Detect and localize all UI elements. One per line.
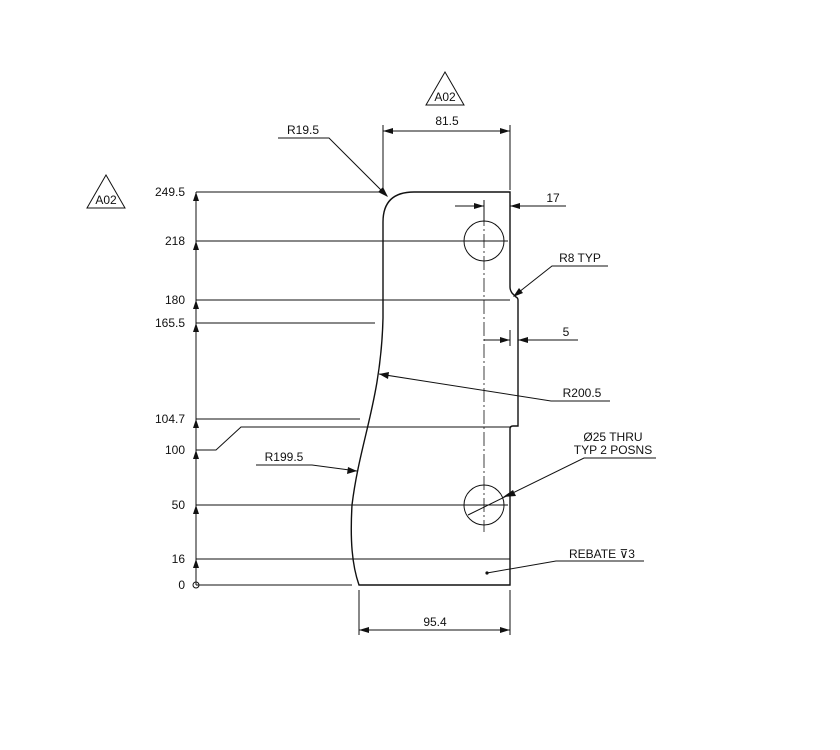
- arrow-165-5: [193, 323, 199, 332]
- ordinate-label-16: 16: [172, 552, 186, 566]
- callout-hole: Ø25 THRU TYP 2 POSNS: [467, 430, 656, 516]
- dimension-hole-offset: 17: [455, 191, 566, 222]
- ordinate-label-249-5: 249.5: [155, 185, 185, 199]
- datum-triangle-icon: [425, 70, 465, 106]
- ordinate-label-165-5: 165.5: [155, 316, 185, 330]
- callout-r199-5-label: R199.5: [265, 450, 304, 464]
- dimension-top-width-label: 81.5: [435, 114, 459, 128]
- arrow-50: [193, 505, 199, 514]
- callout-rebate-label: REBATE ⊽3: [569, 547, 635, 561]
- ordinate-label-218: 218: [165, 234, 185, 248]
- dimension-rebate-width-label: 5: [563, 325, 570, 339]
- callout-r8-typ-label: R8 TYP: [559, 251, 601, 265]
- arrow-104-7: [193, 419, 199, 428]
- datum-tag-left-label: A02: [95, 193, 117, 207]
- callout-rebate: REBATE ⊽3: [485, 547, 644, 575]
- arrow-100: [193, 450, 199, 459]
- callout-r8-typ: R8 TYP: [513, 251, 608, 297]
- dimension-top-width: 81.5: [382, 114, 511, 190]
- part-outline: [350, 191, 519, 586]
- dimension-bottom-width-label: 95.4: [423, 615, 447, 629]
- part-profile: [350, 191, 519, 586]
- ordinate-label-180: 180: [165, 293, 185, 307]
- datum-tag-left: A02: [86, 173, 126, 209]
- dimension-rebate-width: 5: [484, 325, 578, 346]
- arrow-16: [193, 559, 199, 568]
- callout-r200-5: R200.5: [378, 372, 610, 402]
- ordinate-label-0: 0: [178, 578, 185, 592]
- callout-hole-line2: TYP 2 POSNS: [574, 443, 652, 457]
- ordinate-line-100: [196, 426, 510, 451]
- datum-triangle-icon: [86, 173, 126, 209]
- arrow-249-5: [193, 192, 199, 201]
- callout-r19-5: R19.5: [278, 123, 388, 197]
- ordinate-label-100: 100: [165, 443, 185, 457]
- ordinate-dimensions: 0 16 50 100 104.7 165.5 180 218 249.5: [155, 185, 510, 592]
- callout-r19-5-label: R19.5: [287, 123, 319, 137]
- dimension-hole-offset-label: 17: [546, 191, 560, 205]
- arrow-180: [193, 300, 199, 309]
- callout-r200-5-label: R200.5: [563, 386, 602, 400]
- callout-hole-line1: Ø25 THRU: [583, 430, 642, 444]
- ordinate-label-50: 50: [172, 498, 186, 512]
- callout-r199-5: R199.5: [256, 450, 358, 474]
- arrow-218: [193, 241, 199, 250]
- ordinate-label-104-7: 104.7: [155, 412, 185, 426]
- datum-tag-top: A02: [425, 70, 465, 106]
- datum-tag-top-label: A02: [434, 90, 456, 104]
- dimension-bottom-width: 95.4: [358, 590, 511, 635]
